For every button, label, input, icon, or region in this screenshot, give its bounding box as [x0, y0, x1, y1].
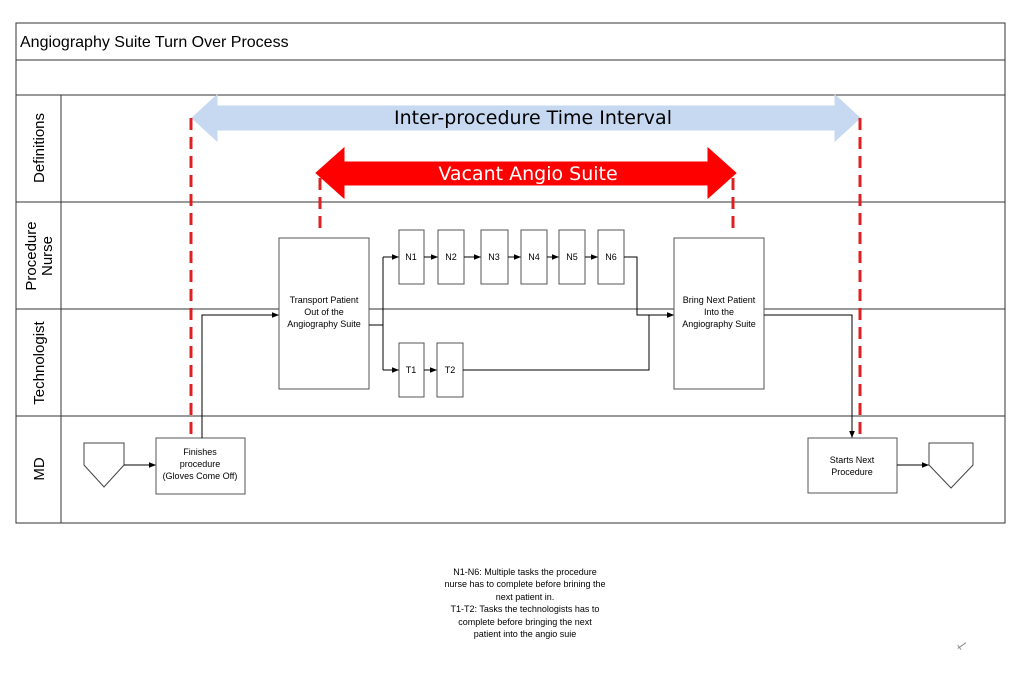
connector-bring-next-to-start	[764, 314, 855, 438]
finishes-box-line3: (Gloves Come Off)	[163, 471, 238, 481]
bring-next-box-line2: Into the	[704, 307, 734, 317]
footnote: N1-N6: Multiple tasks the procedure nurs…	[400, 566, 650, 640]
connector-finish-to-transport	[201, 312, 279, 438]
footnote-nurse-tasks: N1-N6: Multiple tasks the procedure nurs…	[444, 567, 606, 602]
nurse-task-n2-label: N2	[445, 252, 457, 262]
nurse-task-n4: N4	[520, 229, 548, 285]
transport-patient-box	[278, 237, 370, 390]
nurse-task-n5-label: N5	[566, 252, 578, 262]
tech-task-t1: T1	[398, 342, 425, 398]
start-offpage-shape	[83, 442, 125, 488]
end-offpage-shape	[928, 442, 974, 489]
transport-box-line2: Out of the	[304, 307, 344, 317]
finishes-box-line2: procedure	[180, 459, 221, 469]
nurse-task-n4-label: N4	[528, 252, 540, 262]
lane-label-md: MD	[31, 457, 48, 480]
nurse-task-n1-label: N1	[405, 252, 417, 262]
nurse-task-n3-label: N3	[488, 252, 500, 262]
lane-label-nurse-line1: Procedure	[23, 221, 40, 290]
starts-next-procedure-box	[807, 437, 898, 494]
lane-label-definitions: Definitions	[31, 113, 48, 183]
nurse-task-n3: N3	[480, 229, 509, 285]
tech-task-t2: T2	[436, 342, 464, 398]
starts-next-line2: Procedure	[831, 467, 873, 477]
nurse-task-n1: N1	[398, 229, 425, 285]
nurse-task-n6-label: N6	[605, 252, 617, 262]
lane-label-technologist: Technologist	[31, 320, 48, 404]
lane-label-nurse-line2: Nurse	[39, 236, 56, 276]
finishes-box-line1: Finishes	[183, 447, 217, 457]
inter-procedure-label: Inter-procedure Time Interval	[394, 107, 672, 129]
starts-next-line1: Starts Next	[830, 455, 875, 465]
footnote-tech-tasks: T1-T2: Tasks the technologists has to co…	[450, 604, 600, 640]
finishes-procedure-box	[155, 437, 246, 495]
bring-next-box-line1: Bring Next Patient	[683, 295, 756, 305]
tech-task-t1-label: T1	[406, 365, 417, 375]
connector-t2-to-bring-next	[463, 312, 674, 371]
nurse-task-n5: N5	[558, 229, 586, 285]
nurse-task-n6: N6	[597, 229, 625, 285]
nurse-task-n2: N2	[437, 229, 465, 285]
vacant-suite-arrow	[315, 146, 737, 200]
bring-next-box-line3: Angiography Suite	[682, 319, 756, 329]
pen-mark-icon	[957, 642, 967, 650]
transport-box-line1: Transport Patient	[290, 295, 359, 305]
transport-box-line3: Angiography Suite	[287, 319, 361, 329]
diagram-title: Angiography Suite Turn Over Process	[20, 34, 289, 51]
tech-task-t2-label: T2	[445, 365, 456, 375]
vacant-suite-label: Vacant Angio Suite	[438, 163, 617, 185]
bring-next-patient-box	[673, 237, 765, 390]
